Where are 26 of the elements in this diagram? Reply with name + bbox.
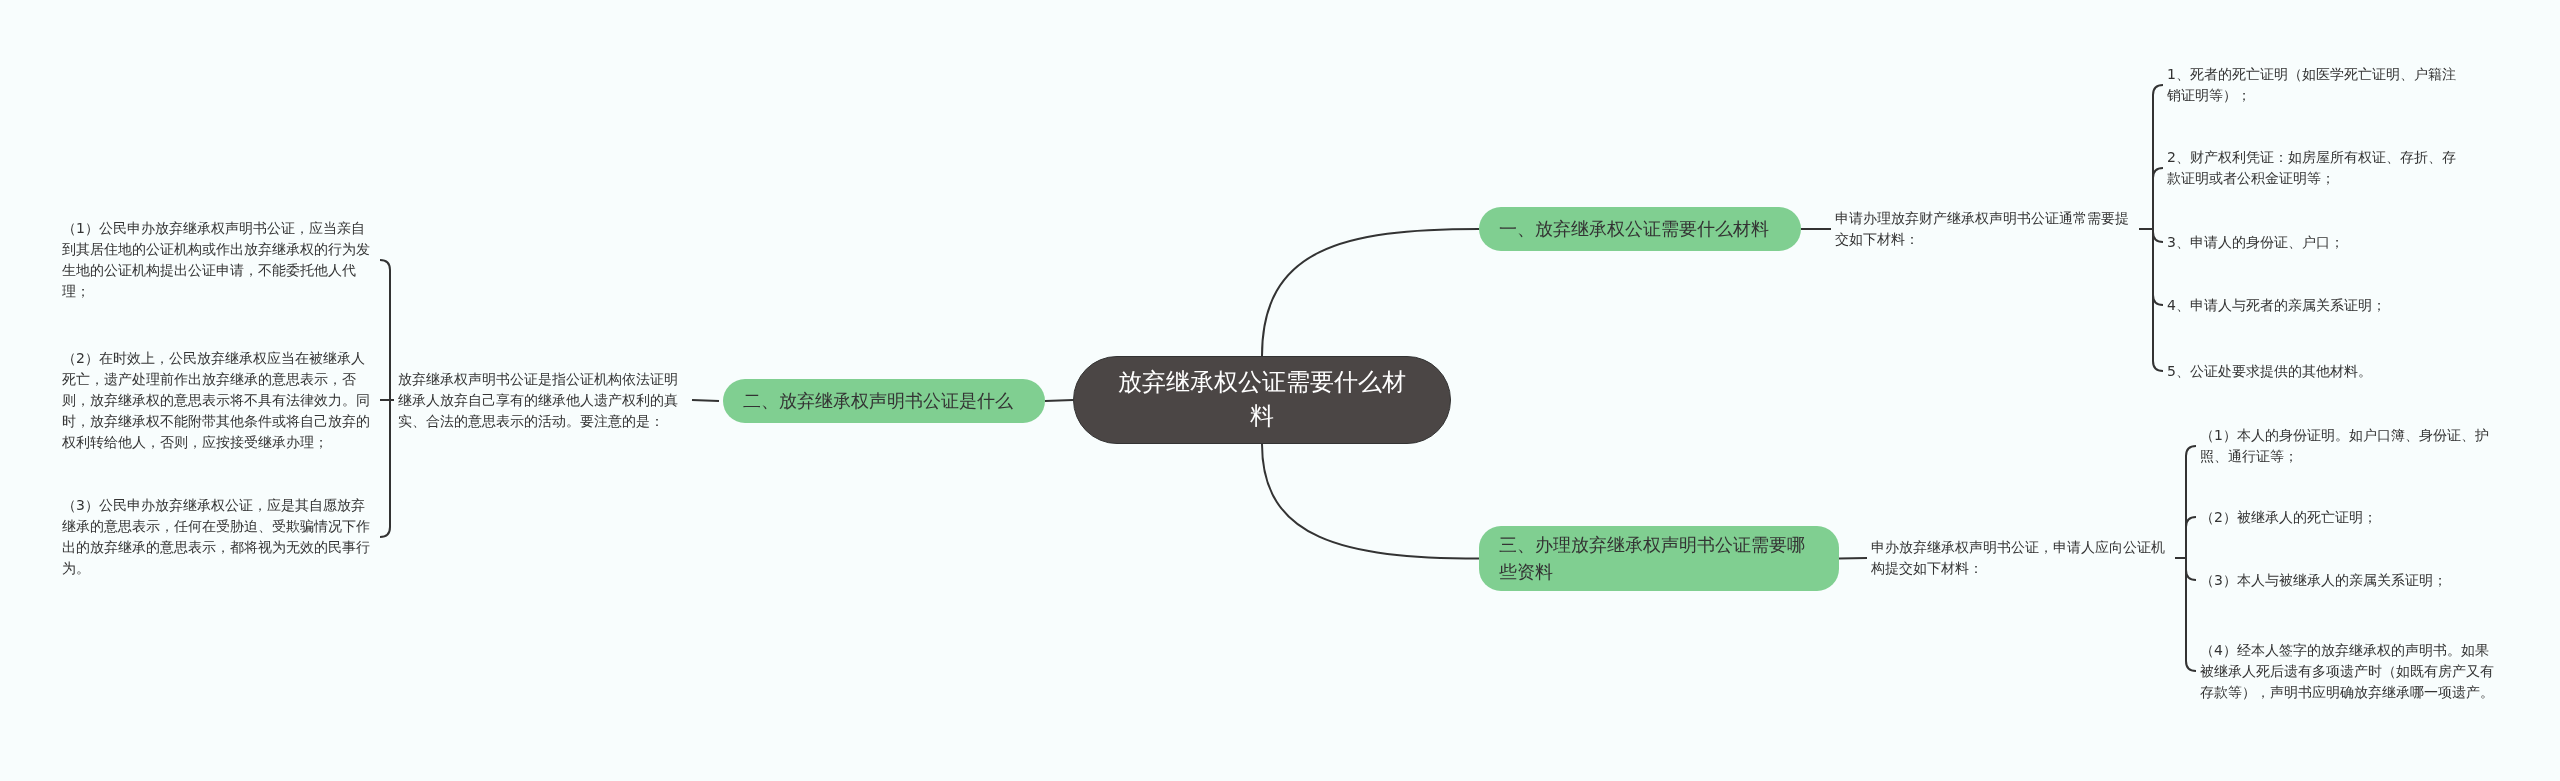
subtopic-text: （4）经本人签字的放弃继承权的声明书。如果被继承人死后遗有多项遗产时（如既有房产又有存款等），声明书应明确放弃继承哪一项遗产。 <box>2200 639 2500 703</box>
subtopic-text: （2）在时效上，公民放弃继承权应当在被继承人死亡，遗产处理前作出放弃继承的意思表示，否则，放弃继承权的意思表示将不具有法律效力。同时，放弃继承权不能附带其他条件或将自己放弃的权利转给他人，否则，应按接受继承办理； <box>62 347 376 453</box>
topic-pill: 一、放弃继承权公证需要什么材料 <box>1479 207 1801 251</box>
central-topic: 放弃继承权公证需要什么材料 <box>1073 356 1451 444</box>
subtopic-text: （1）公民申办放弃继承权声明书公证，应当亲自到其居住地的公证机构或作出放弃继承权的行为发生地的公证机构提出公证申请，不能委托他人代理； <box>62 218 376 302</box>
subtopic-text: （3）本人与被继承人的亲属关系证明； <box>2200 569 2500 591</box>
subtopic-text: 放弃继承权声明书公证是指公证机构依法证明继承人放弃自己享有的继承他人遗产权利的真实、合法的意思表示的活动。要注意的是： <box>398 368 688 432</box>
topic-pill: 三、办理放弃继承权声明书公证需要哪些资料 <box>1479 526 1839 591</box>
connector-line <box>1800 228 1832 230</box>
connector-line <box>379 399 395 538</box>
subtopic-text: （3）公民申办放弃继承权公证，应是其自愿放弃继承的意思表示，任何在受胁迫、受欺骗情况下作出的放弃继承的意思表示，都将视为无效的民事行为。 <box>62 495 376 579</box>
connector-line <box>1261 228 1480 357</box>
subtopic-text: （2）被继承人的死亡证明； <box>2200 506 2500 528</box>
connector-line <box>1838 557 1868 560</box>
subtopic-text: 2、财产权利凭证：如房屋所有权证、存折、存款证明或者公积金证明等； <box>2167 147 2467 189</box>
connector-line <box>1261 443 1480 560</box>
subtopic-text: 1、死者的死亡证明（如医学死亡证明、户籍注销证明等）； <box>2167 64 2467 106</box>
subtopic-text: 申请办理放弃财产继承权声明书公证通常需要提交如下材料： <box>1835 208 2135 250</box>
connector-line <box>691 399 720 402</box>
connector-line <box>1044 399 1074 402</box>
subtopic-text: （1）本人的身份证明。如户口簿、身份证、护照、通行证等； <box>2200 425 2500 467</box>
topic-pill: 二、放弃继承权声明书公证是什么 <box>723 379 1045 423</box>
subtopic-text: 4、申请人与死者的亲属关系证明； <box>2167 294 2467 316</box>
subtopic-text: 申办放弃继承权声明书公证，申请人应向公证机构提交如下材料： <box>1871 537 2171 579</box>
subtopic-text: 5、公证处要求提供的其他材料。 <box>2167 360 2467 382</box>
subtopic-text: 3、申请人的身份证、户口； <box>2167 231 2467 253</box>
